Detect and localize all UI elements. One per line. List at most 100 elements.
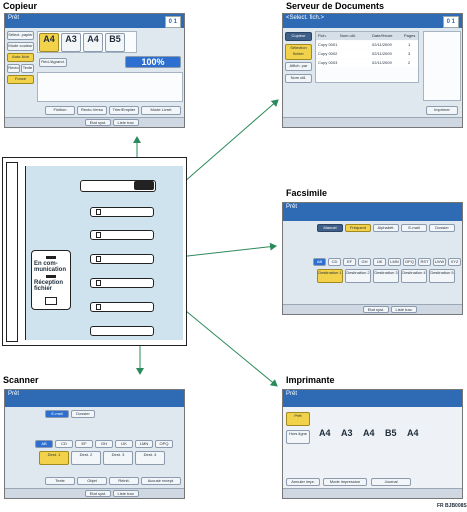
docserver-row-3-pages: 2 — [408, 60, 411, 65]
docserver-row-1[interactable]: Copy 0001 02/11/2009 1 — [316, 41, 418, 49]
fax-tab-3[interactable]: Alphabét. — [373, 224, 399, 232]
scanner-footer: Etat syst. Liste trav. — [5, 488, 184, 498]
docserver-print-button[interactable]: Imprimer — [426, 106, 458, 115]
fax-index-9[interactable]: UVW — [433, 258, 446, 266]
facsimile-title: Facsimile — [286, 188, 328, 198]
scanner-index-6[interactable]: LMN — [135, 440, 153, 448]
copier-bottom-btn-1[interactable]: Finition — [45, 106, 75, 115]
facsimile-key[interactable] — [90, 254, 154, 264]
scanner-destination-4[interactable]: Dest. 4 — [135, 451, 165, 465]
fax-destination-2[interactable]: Destination 2 — [345, 269, 371, 283]
printer-key[interactable] — [90, 278, 154, 288]
copier-left-btn-5[interactable]: Texte — [21, 64, 34, 73]
copy-counter: 0 1 — [164, 16, 181, 28]
scanner-bottom-btn-4[interactable]: Accusé recept. — [141, 477, 181, 485]
panel-left-strip — [6, 162, 18, 342]
fax-destination-5[interactable]: Destination 5 — [429, 269, 455, 283]
docserver-left-btn-4[interactable]: Nom util. — [285, 74, 312, 83]
fax-index-4[interactable]: GH — [358, 258, 371, 266]
scanner-bottom-btn-2[interactable]: Objet — [77, 477, 107, 485]
copier-paper-tray-2[interactable]: A3 — [61, 33, 81, 52]
fax-destination-4[interactable]: Destination 4 — [401, 269, 427, 283]
printer-left-btn-1[interactable]: Prêt — [286, 412, 310, 426]
copier-bottom-btn-3[interactable]: Trier/Empiler — [109, 106, 139, 115]
copier-job-list-button[interactable]: Liste trav. — [113, 119, 139, 126]
scanner-system-status-button[interactable]: Etat syst. — [85, 490, 111, 497]
copier-status: Prêt — [8, 15, 20, 21]
copier-paper-tray-1[interactable]: A4 — [39, 33, 59, 52]
fax-index-1[interactable]: AB — [313, 258, 326, 266]
copier-bottom-btn-2[interactable]: Recto-Verso — [77, 106, 107, 115]
fax-tab-5[interactable]: Dossier — [429, 224, 455, 232]
docserver-file-table: Fich. Nom util. Date/Heure Pages Copy 00… — [315, 31, 419, 83]
copier-zoom-label[interactable]: Réd./Agrand. — [39, 58, 67, 67]
document-server-screen: <Select. fich.> 0 1 Copieur Sélection fi… — [282, 13, 463, 128]
fax-tab-1[interactable]: Manuel — [317, 224, 343, 232]
scanner-destination-1[interactable]: Dest. 1 — [39, 451, 69, 465]
scanner-tab-email[interactable]: E-mail — [45, 410, 69, 418]
scanner-bottom-btn-3[interactable]: Réinit. — [109, 477, 139, 485]
paper-size-3: A4 — [87, 34, 99, 44]
panel-power-button[interactable] — [134, 181, 154, 190]
printer-footer — [283, 488, 462, 498]
scanner-index-7[interactable]: OPQ — [155, 440, 173, 448]
copier-key[interactable] — [90, 207, 154, 217]
printer-left-btn-2[interactable]: Hors ligne — [286, 430, 310, 444]
fax-tab-4[interactable]: E-mail — [401, 224, 427, 232]
docserver-th-file: Fich. — [318, 33, 327, 38]
docserver-left-btn-1[interactable]: Copieur — [285, 32, 312, 41]
fax-index-7[interactable]: OPQ — [403, 258, 416, 266]
copier-left-btn-6[interactable]: Foncé — [7, 75, 34, 84]
copier-paper-tray-4[interactable]: B5 — [105, 33, 125, 52]
copier-title: Copieur — [3, 1, 38, 11]
docserver-row-1-name: Copy 0001 — [318, 42, 338, 47]
copier-left-btn-3[interactable]: Auto-Noir — [7, 53, 34, 62]
reception-led — [46, 275, 56, 278]
scanner-index-1[interactable]: AB — [35, 440, 53, 448]
scanner-job-list-button[interactable]: Liste trav. — [113, 490, 139, 497]
printer-bottom-btn-1[interactable]: Annuler impr. — [286, 478, 320, 486]
printer-bottom-btn-2[interactable]: Mode impression — [323, 478, 367, 486]
fax-index-6[interactable]: LMN — [388, 258, 401, 266]
docserver-row-3[interactable]: Copy 0003 02/11/2009 2 — [316, 59, 418, 67]
printer-size-1: A4 — [319, 428, 331, 438]
fax-index-8[interactable]: RST — [418, 258, 431, 266]
fax-index-5[interactable]: IJK — [373, 258, 386, 266]
fax-destination-3[interactable]: Destination 3 — [373, 269, 399, 283]
control-panel: En com- munication Réception fichier — [2, 157, 187, 346]
copier-left-btn-2[interactable]: Mode couleur — [7, 42, 34, 51]
fax-index-3[interactable]: EF — [343, 258, 356, 266]
docserver-row-2[interactable]: Copy 0002 02/11/2009 3 — [316, 50, 418, 58]
scanner-index-5[interactable]: IJK — [115, 440, 133, 448]
copier-left-btn-1[interactable]: Sélect. papier auto — [7, 31, 34, 40]
scanner-title: Scanner — [3, 375, 39, 385]
fax-tab-2[interactable]: Fréquent — [345, 224, 371, 232]
fax-index-row: AB CD EF GH IJK LMN OPQ RST UVW XYZ — [313, 258, 461, 266]
copier-bottom-btn-4[interactable]: Mode Livret — [141, 106, 181, 115]
scanner-bottom-btn-1[interactable]: Texte — [45, 477, 75, 485]
docserver-left-btn-2[interactable]: Sélection fichier — [285, 44, 312, 60]
fax-system-status-button[interactable]: Etat syst. — [363, 306, 389, 313]
scanner-destination-2[interactable]: Dest. 2 — [71, 451, 101, 465]
scanner-tab-folder[interactable]: Dossier — [71, 410, 95, 418]
document-server-key[interactable] — [90, 230, 154, 240]
extra-key[interactable] — [90, 326, 154, 336]
scanner-destination-3[interactable]: Dest. 3 — [103, 451, 133, 465]
fax-index-2[interactable]: CD — [328, 258, 341, 266]
scanner-index-4[interactable]: GH — [95, 440, 113, 448]
scanner-key[interactable] — [90, 302, 154, 312]
fax-destination-1[interactable]: Destination 1 — [317, 269, 343, 283]
communication-label: En com- munication — [34, 261, 67, 273]
docserver-th-user: Nom util. — [340, 33, 356, 38]
docserver-left-btn-3[interactable]: Affich. par — [285, 62, 312, 71]
copier-left-btn-4[interactable]: Recto — [7, 64, 20, 73]
scanner-screen: Prêt E-mail Dossier AB CD EF GH IJK LMN … — [4, 389, 185, 499]
fax-index-10[interactable]: XYZ — [448, 258, 461, 266]
printer-bottom-btn-3[interactable]: Journal — [371, 478, 411, 486]
copier-paper-tray-3[interactable]: A4 — [83, 33, 103, 52]
printer-size-3: A4 — [363, 428, 375, 438]
copier-system-status-button[interactable]: Etat syst. — [85, 119, 111, 126]
scanner-index-2[interactable]: CD — [55, 440, 73, 448]
fax-job-list-button[interactable]: Liste trav. — [391, 306, 417, 313]
scanner-index-3[interactable]: EF — [75, 440, 93, 448]
